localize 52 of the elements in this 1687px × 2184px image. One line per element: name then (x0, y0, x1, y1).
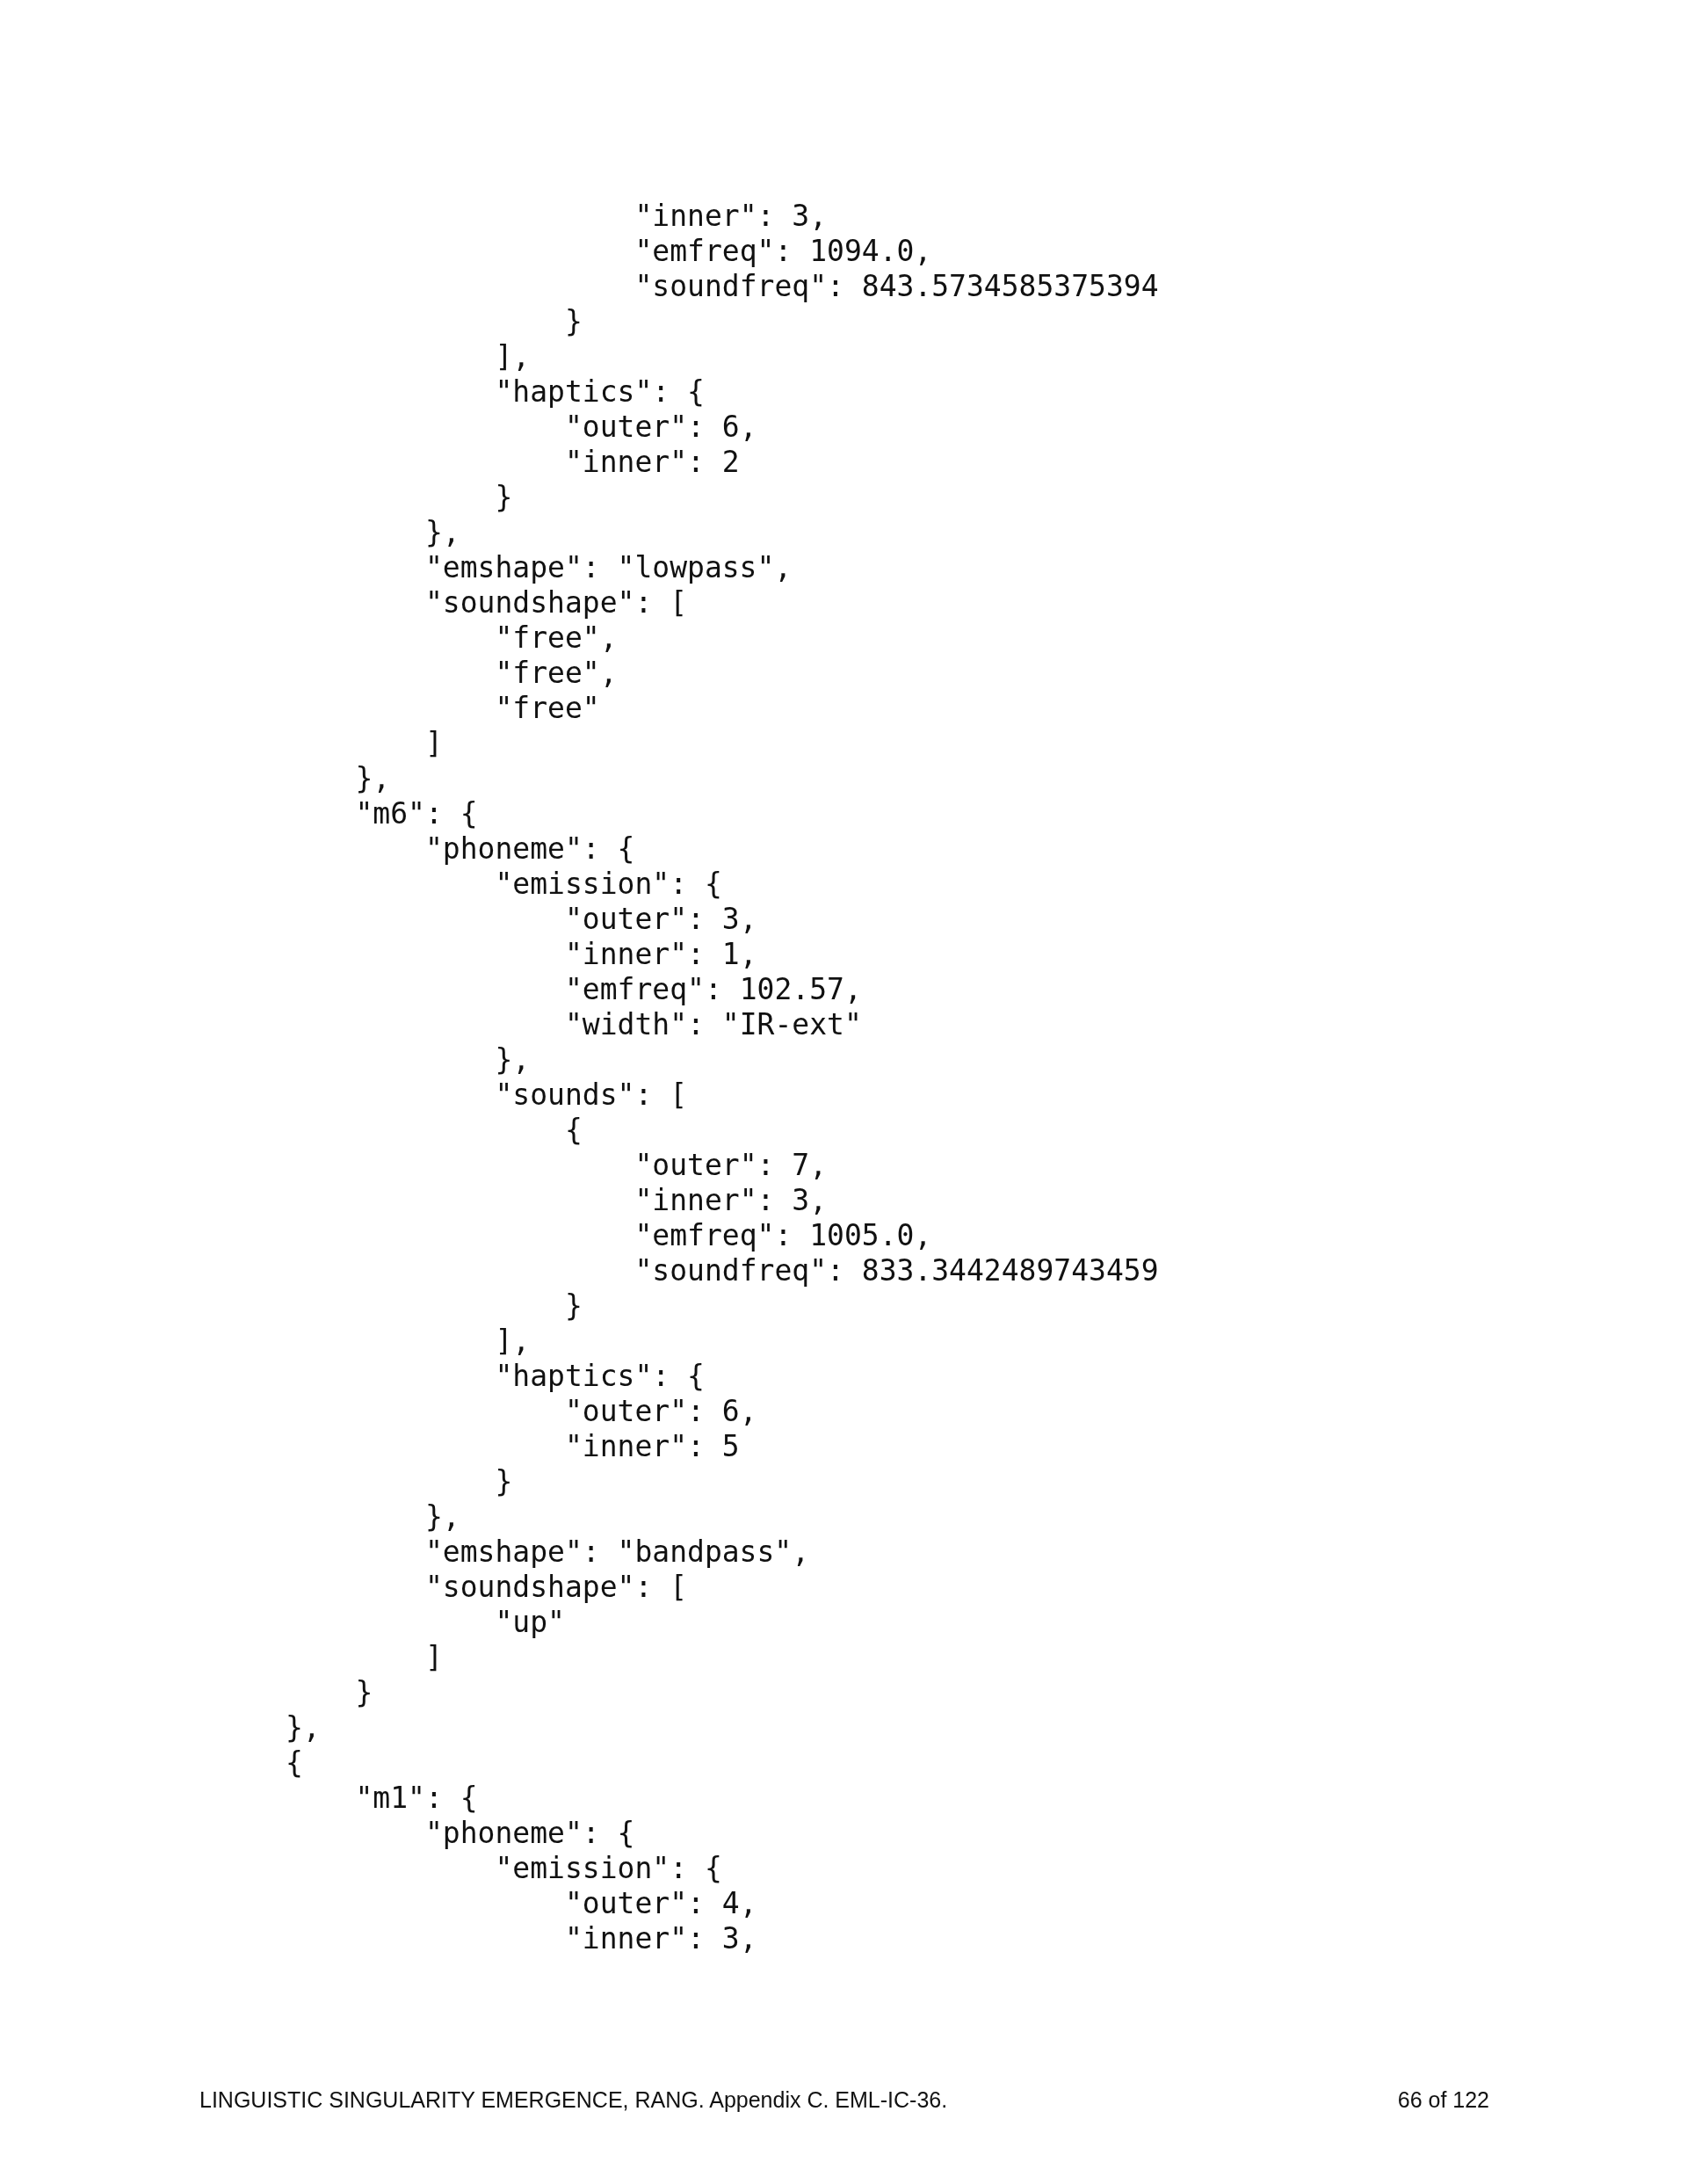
code-line: } (355, 1675, 373, 1710)
code-line: "haptics": { (495, 374, 705, 410)
code-line: } (495, 1464, 513, 1499)
code-line: "width": "IR-ext" (565, 1007, 862, 1042)
code-line: "free", (495, 620, 618, 656)
code-line: } (565, 304, 583, 339)
code-line: "soundshape": [ (425, 585, 687, 620)
code-line: "m6": { (355, 796, 478, 831)
code-line: ], (495, 1324, 531, 1359)
code-line: "inner": 2 (565, 445, 740, 480)
code-line: "emission": { (495, 867, 722, 902)
page-number: 66 of 122 (1397, 2086, 1489, 2113)
code-line: "outer": 6, (565, 410, 757, 445)
code-line: "inner": 5 (565, 1429, 740, 1464)
code-line: }, (355, 761, 391, 796)
code-line: ] (425, 726, 443, 761)
code-line: } (495, 480, 513, 515)
code-line: "emfreq": 1094.0, (634, 234, 932, 269)
code-line: "up" (495, 1605, 565, 1640)
code-line: "outer": 7, (634, 1148, 828, 1183)
code-line: }, (425, 1499, 460, 1535)
code-line: }, (286, 1710, 321, 1745)
code-line: "inner": 3, (634, 199, 828, 234)
code-line: "haptics": { (495, 1359, 705, 1394)
code-line: "emfreq": 102.57, (565, 972, 862, 1007)
code-line: "emission": { (495, 1851, 722, 1886)
code-line: ], (495, 339, 531, 374)
code-line: "soundfreq": 833.3442489743459 (634, 1253, 1159, 1288)
code-line: "m1": { (355, 1781, 478, 1816)
code-line: "outer": 4, (565, 1886, 757, 1921)
code-line: "inner": 3, (565, 1921, 757, 1956)
code-line: }, (425, 515, 460, 550)
code-line: "free" (495, 691, 600, 726)
code-line: "emfreq": 1005.0, (634, 1218, 932, 1253)
code-line: } (565, 1288, 583, 1324)
code-line: "emshape": "lowpass", (425, 550, 793, 585)
code-line: "phoneme": { (425, 831, 635, 867)
code-line: "soundfreq": 843.5734585375394 (634, 269, 1159, 304)
code-line: "inner": 3, (634, 1183, 828, 1218)
code-line: "emshape": "bandpass", (425, 1535, 810, 1570)
code-line: ] (425, 1640, 443, 1675)
code-line: }, (495, 1042, 531, 1077)
code-line: "outer": 6, (565, 1394, 757, 1429)
code-line: "inner": 1, (565, 937, 757, 972)
code-line: "free", (495, 656, 618, 691)
code-line: "outer": 3, (565, 902, 757, 937)
code-line: { (286, 1745, 303, 1781)
code-line: "soundshape": [ (425, 1570, 687, 1605)
code-line: "phoneme": { (425, 1816, 635, 1851)
code-line: "sounds": [ (495, 1077, 688, 1113)
code-line: { (565, 1113, 583, 1148)
footer-text: LINGUISTIC SINGULARITY EMERGENCE, RANG. Appendix C. EML-IC-36. (199, 2086, 948, 2113)
